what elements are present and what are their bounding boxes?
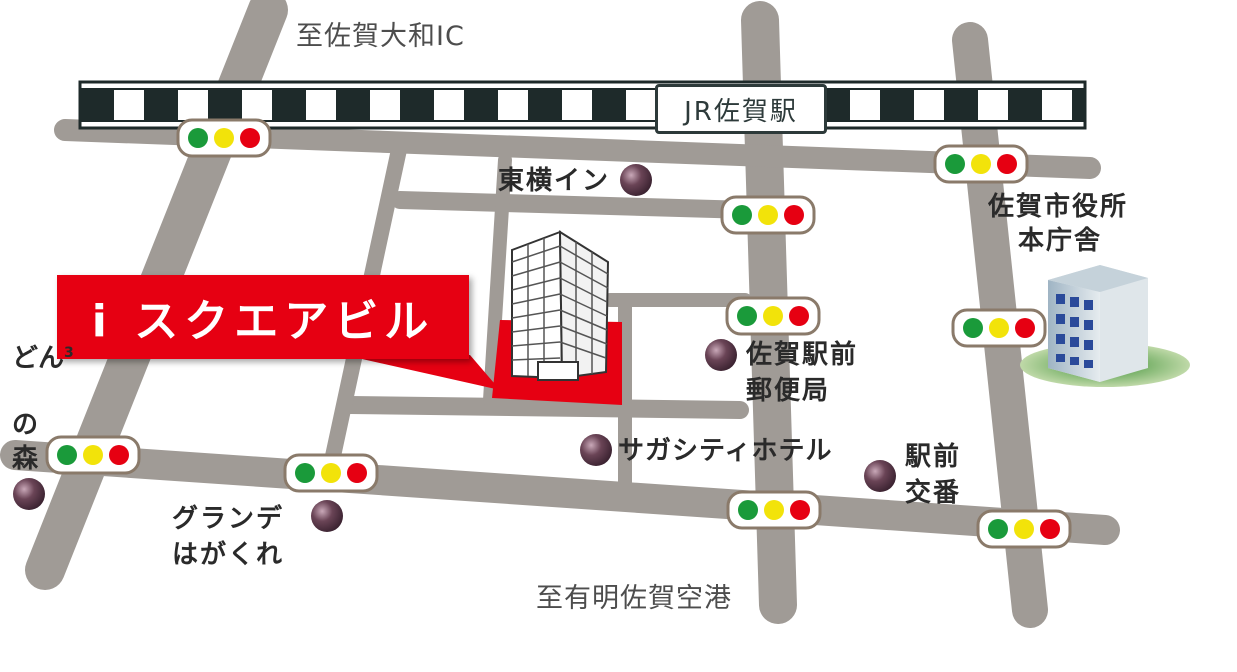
poi-marker-icon	[580, 434, 612, 466]
police-box-label-line2: 交番	[905, 478, 962, 508]
dondon-no-mori-label-line1: どん3	[12, 336, 74, 376]
office-building-icon	[511, 230, 610, 381]
dondon-superscript: 3	[64, 345, 74, 361]
road-alley-2	[483, 153, 512, 407]
traffic-light-icon	[725, 296, 821, 336]
poi-markers	[13, 164, 896, 532]
road-street-1	[391, 191, 759, 219]
road-main	[0, 440, 1120, 545]
post-office-label-line2: 郵便局	[746, 376, 831, 406]
road-street-2	[341, 396, 749, 419]
destination-banner: i スクエアビル	[57, 275, 469, 359]
city-hall-label-line2: 本庁舎	[1018, 226, 1103, 256]
city-hall-label-line1: 佐賀市役所	[988, 192, 1129, 222]
direction-north-label: 至佐賀大和IC	[296, 21, 465, 52]
toyoko-inn-label: 東横イン	[498, 166, 611, 196]
dondon-text: どん	[12, 343, 65, 374]
poi-marker-icon	[705, 339, 737, 371]
traffic-light-icon	[951, 308, 1047, 348]
railway	[78, 80, 1087, 130]
poi-marker-icon	[13, 478, 45, 510]
traffic-lights	[45, 118, 1072, 549]
traffic-light-icon	[976, 509, 1072, 549]
police-box-label-line1: 駅前	[905, 442, 962, 472]
traffic-light-icon	[720, 195, 816, 235]
traffic-light-icon	[726, 490, 822, 530]
traffic-light-icon	[176, 118, 272, 158]
traffic-light-icon	[933, 144, 1029, 184]
saga-city-hotel-label: サガシティホテル	[618, 436, 833, 466]
traffic-light-icon	[283, 453, 379, 493]
grande-hagakure-label-line2: はがくれ	[172, 540, 285, 570]
traffic-light-icon	[45, 435, 141, 475]
post-office-label-line1: 佐賀駅前	[746, 340, 859, 370]
grande-hagakure-label-line1: グランデ	[172, 504, 285, 534]
direction-south-label: 至有明佐賀空港	[536, 583, 732, 614]
poi-marker-icon	[311, 500, 343, 532]
poi-marker-icon	[864, 460, 896, 492]
poi-marker-icon	[620, 164, 652, 196]
city-hall-icon	[1020, 265, 1190, 387]
station-label: JR佐賀駅	[655, 84, 827, 134]
dondon-no-mori-label-line2: の森	[12, 410, 39, 474]
